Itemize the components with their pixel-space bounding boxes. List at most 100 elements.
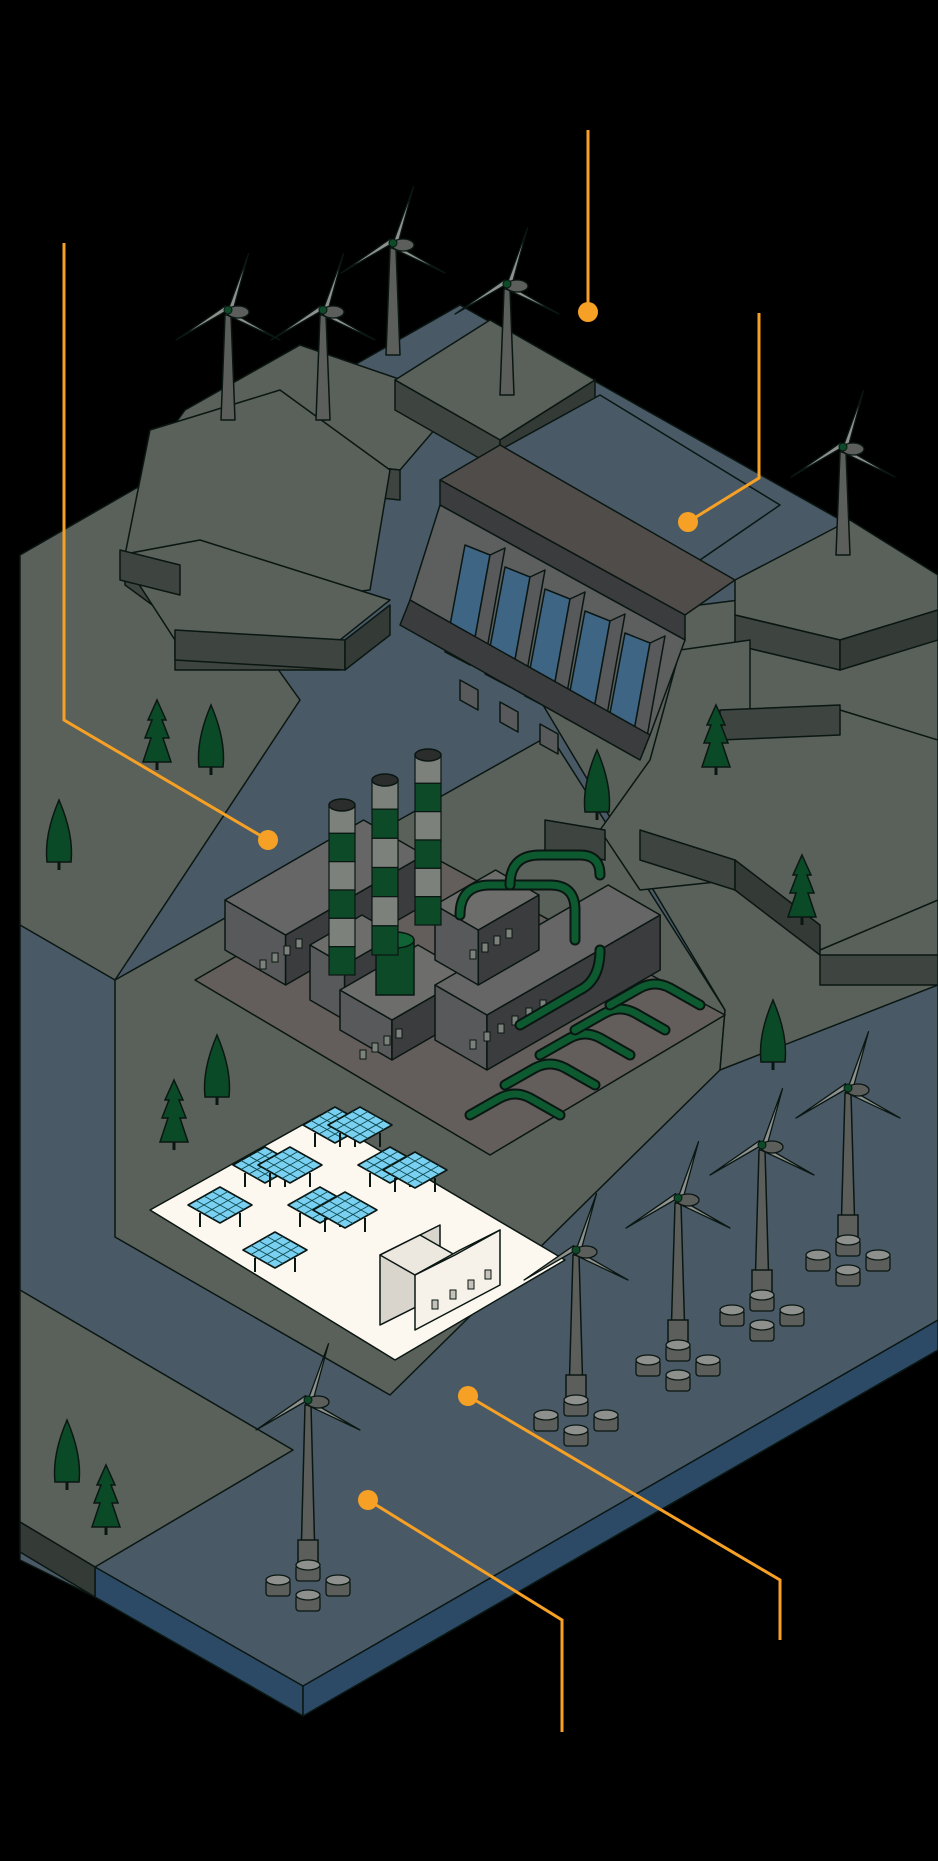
- turbine-drum-top: [295, 1559, 321, 1571]
- solar-farm: [149, 1106, 566, 1361]
- solar-office-top: [414, 1229, 501, 1276]
- turbine-blade-3: [270, 305, 324, 341]
- smokestack-band: [371, 808, 399, 839]
- solar-panel-8: [242, 1231, 308, 1272]
- tree-7: [759, 998, 787, 1070]
- tree-crown: [53, 1418, 81, 1483]
- tree-crown: [158, 1078, 190, 1143]
- solar-panel-3: [187, 1186, 253, 1227]
- callout-line-5: [367, 1498, 564, 1732]
- plant-hall-left-window-4: [295, 938, 303, 949]
- turbine-drum-top: [835, 1264, 861, 1276]
- callout-line-4: [467, 1394, 782, 1640]
- plant-hall-left-window-2: [271, 952, 279, 963]
- solar-panel-grid-line: [273, 1155, 307, 1175]
- smokestack-band: [414, 867, 442, 898]
- smokestack-band: [328, 946, 356, 976]
- smokestack-band: [328, 832, 356, 863]
- callout-line-1: [62, 243, 269, 842]
- turbine-drum-top: [563, 1394, 589, 1406]
- tree-11: [90, 1463, 122, 1535]
- turbine-hub: [838, 442, 848, 452]
- smokestack-band: [414, 811, 442, 841]
- plant-hall-right-top: [434, 884, 661, 1016]
- dam-pylon-2: [499, 701, 519, 733]
- smokestack-band: [371, 925, 399, 956]
- tree-8: [203, 1033, 231, 1105]
- tree-crown: [203, 1033, 231, 1098]
- solar-building-window-4: [484, 1269, 492, 1280]
- offshore-wind-turbine-5: [795, 1030, 901, 1287]
- solar-panel-grid-line: [258, 1240, 292, 1260]
- turbine-drum-top: [325, 1574, 351, 1586]
- solar-panel-5: [327, 1106, 393, 1147]
- tree-crown: [759, 998, 787, 1063]
- smokestack-band: [328, 861, 356, 891]
- onshore-wind-turbine-5: [790, 389, 896, 556]
- tree-crown: [786, 853, 818, 918]
- plant-boiler-house-window-4: [505, 928, 513, 939]
- land-left-lower-side: [19, 1521, 96, 1598]
- solar-panel-grid-line: [336, 1205, 370, 1224]
- turbine-drum-top: [665, 1339, 691, 1351]
- turbine-tower: [315, 314, 331, 421]
- offshore-wind-turbine-4: [709, 1087, 815, 1342]
- smokestack-band: [328, 917, 356, 948]
- plant-hall-right-window-1: [469, 1039, 477, 1050]
- turbine-blade-3: [175, 305, 229, 341]
- smokestack-band: [328, 889, 356, 919]
- callout-dot-1: [258, 830, 278, 850]
- terrace-upper-right-side-2: [839, 609, 938, 671]
- offshore-wind-turbine-3: [625, 1140, 731, 1392]
- solar-panel-grid-line: [303, 1195, 337, 1215]
- tree-crown: [45, 798, 73, 863]
- smokestack-band: [414, 896, 442, 926]
- turbine-drum-top: [835, 1234, 861, 1246]
- plant-pipe-7: [571, 1005, 669, 1034]
- callout-group: [62, 130, 782, 1732]
- turbine-blade-3: [790, 442, 844, 478]
- turbine-drum-top: [593, 1409, 619, 1421]
- plant-pipe-5: [501, 1060, 599, 1089]
- solar-panel-grid-line: [203, 1195, 237, 1215]
- smokestack-2: [371, 773, 399, 956]
- plant-office-window-2: [371, 1042, 379, 1053]
- turbine-blade-1: [227, 252, 250, 313]
- tree-1: [141, 698, 173, 770]
- turbine-drum-top: [563, 1424, 589, 1436]
- smokestack-mouth: [328, 798, 356, 812]
- smokestack-band: [371, 896, 399, 927]
- onshore-wind-turbine-3: [340, 185, 446, 356]
- turbine-drum-top: [805, 1249, 831, 1261]
- onshore-wind-turbine-1: [175, 252, 281, 421]
- turbine-tower: [499, 288, 515, 396]
- turbine-hub: [673, 1193, 683, 1203]
- turbine-tower: [835, 451, 851, 556]
- turbine-blade-1: [506, 226, 529, 287]
- hydro-dam: [399, 394, 781, 761]
- slab-side-right: [302, 1319, 938, 1717]
- tree-crown: [583, 748, 611, 813]
- turbine-hub: [223, 305, 233, 315]
- callout-dot-2: [578, 302, 598, 322]
- offshore-wind-turbine-1: [255, 1342, 361, 1612]
- plant-pipe-2: [506, 851, 604, 889]
- turbine-hub: [303, 1395, 313, 1405]
- solar-panel-grid-line: [211, 1200, 245, 1219]
- onshore-wind-turbine-2: [270, 252, 376, 421]
- callout-dot-5: [358, 1490, 378, 1510]
- turbine-drum-top: [533, 1409, 559, 1421]
- terrace-face-3: [344, 604, 391, 671]
- solar-panel-grid-line: [343, 1115, 377, 1135]
- solar-building-window-2: [449, 1289, 457, 1300]
- turbine-drum-top: [865, 1249, 891, 1261]
- solar-panel-grid-line: [266, 1245, 300, 1264]
- dam-pylon-3: [539, 723, 559, 755]
- turbine-drum-top: [695, 1354, 721, 1366]
- turbine-blade-1: [392, 185, 415, 246]
- turbine-hub: [757, 1140, 767, 1150]
- plant-hall-right-window-2: [483, 1031, 491, 1042]
- smokestack-band: [414, 839, 442, 869]
- solar-panel-grid-line: [398, 1160, 432, 1180]
